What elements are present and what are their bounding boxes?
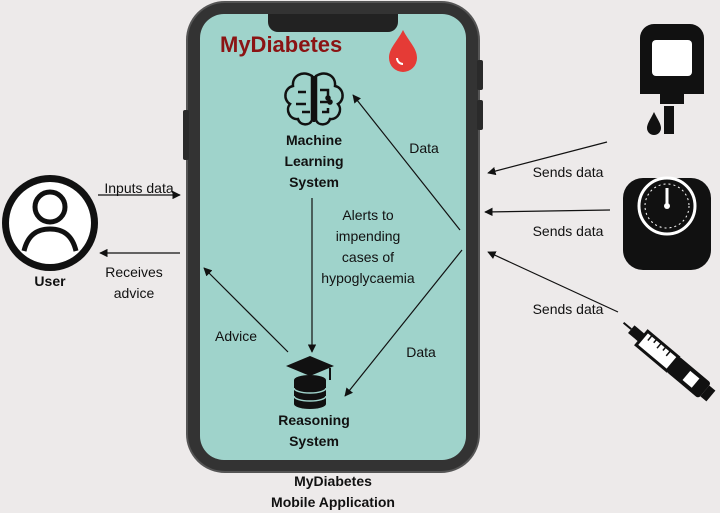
arrow-data-ml [352, 94, 461, 231]
reasoning-system-label: Reasoning System [278, 412, 350, 449]
glucometer-icon [640, 24, 704, 135]
phone-frame [183, 1, 483, 473]
arrow-advice [203, 267, 289, 353]
phone-notch [268, 14, 398, 32]
app-brand: MyDiabetes [220, 32, 343, 57]
weighing-scale-icon [623, 176, 711, 270]
user-avatar-icon [2, 175, 98, 271]
phone-screen [200, 14, 466, 460]
data-label-bottom: Data [406, 344, 436, 360]
machine-learning-system-label: Machine Learning System [284, 132, 344, 190]
sends-data-label-1: Sends data [532, 164, 604, 180]
flow-arrows [98, 94, 619, 397]
receives-advice-label: Receives advice [105, 264, 163, 301]
user-label: User [34, 273, 66, 289]
inputs-data-label: Inputs data [104, 180, 174, 196]
graduation-cap-database-icon [286, 356, 334, 409]
arrow-data-rs [344, 249, 463, 397]
arrow-glucometer [487, 141, 608, 176]
data-label-top: Data [409, 140, 439, 156]
app-caption: MyDiabetes Mobile Application [271, 473, 395, 510]
blood-drop-icon [389, 30, 417, 72]
sends-data-label-2: Sends data [532, 223, 604, 239]
sends-data-label-3: Sends data [532, 301, 604, 317]
advice-label: Advice [214, 328, 258, 344]
arrow-pen [487, 251, 619, 313]
alerts-label: Alerts to impending cases of hypoglycaem… [321, 207, 415, 286]
arrow-scale [484, 207, 611, 217]
insulin-pen-icon [622, 321, 716, 402]
brain-circuit-icon [284, 72, 344, 126]
